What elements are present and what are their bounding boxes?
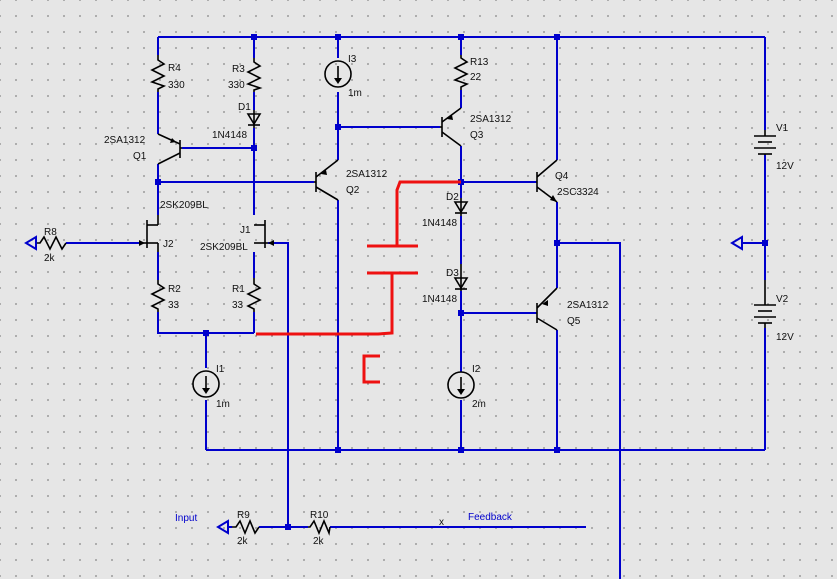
battery-V2[interactable]: V2 12V [754, 280, 794, 343]
R1-name: R1 [232, 284, 245, 295]
transistor-Q3[interactable]: 2SA1312 Q3 [440, 107, 512, 147]
resistor-R2[interactable]: R2 33 [150, 280, 181, 312]
Q5-value: 2SA1312 [567, 300, 609, 311]
Q5-name: Q5 [567, 316, 581, 327]
D2-name: D2 [446, 192, 459, 203]
Q3-value: 2SA1312 [470, 114, 512, 125]
net-label-feedback: Feedback [468, 512, 513, 523]
R4-value: 330 [168, 80, 185, 91]
transistor-Q5[interactable]: 2SA1312 Q5 [536, 287, 609, 331]
current-source-I2[interactable]: I2 2m [447, 364, 486, 410]
R10-name: R10 [310, 510, 329, 521]
R8-name: R8 [44, 227, 57, 238]
wires [66, 36, 766, 579]
ground-icon [216, 519, 229, 535]
R13-value: 22 [470, 72, 482, 83]
ground-icon [24, 235, 37, 251]
Q1-name: Q1 [133, 151, 147, 162]
J1-value: 2SK209BL [200, 242, 248, 253]
V1-name: V1 [776, 123, 789, 134]
resistor-R13[interactable]: R13 22 [452, 55, 489, 90]
J1-name: J1 [240, 225, 251, 236]
I2-value: 2m [472, 399, 486, 410]
jfet-J2[interactable]: 2SK209BL J2 [139, 200, 208, 252]
I1-name: I1 [216, 364, 225, 375]
R4-name: R4 [168, 63, 181, 74]
D3-name: D3 [446, 268, 459, 279]
Q2-name: Q2 [346, 185, 360, 196]
transistor-Q4[interactable]: Q4 2SC3324 [536, 159, 599, 203]
R2-name: R2 [168, 284, 181, 295]
V2-value: 12V [776, 332, 794, 343]
Q4-name: Q4 [555, 171, 569, 182]
R10-value: 2k [313, 536, 325, 547]
I2-name: I2 [472, 364, 481, 375]
resistor-R8[interactable]: R8 2k [36, 227, 67, 264]
D2-value: 1N4148 [422, 218, 457, 229]
current-source-I3[interactable]: I3 1m [324, 54, 362, 99]
I1-value: 1m [216, 399, 230, 410]
R2-value: 33 [168, 300, 180, 311]
resistor-R3[interactable]: R3 330 [228, 58, 263, 92]
R8-value: 2k [44, 253, 56, 264]
D1-value: 1N4148 [212, 130, 247, 141]
resistor-R9[interactable]: R9 2k [232, 510, 260, 547]
Q1-value: 2SA1312 [104, 135, 146, 146]
V2-name: V2 [776, 294, 789, 305]
I3-value: 1m [348, 88, 362, 99]
diode-D1[interactable]: D1 1N4148 [212, 102, 262, 141]
net-label-input: Input [175, 513, 197, 524]
Q4-value: 2SC3324 [557, 187, 599, 198]
diode-D3[interactable]: D3 1N4148 [422, 264, 469, 305]
R1-value: 33 [232, 300, 244, 311]
J2-value: 2SK209BL [160, 200, 208, 211]
battery-V1[interactable]: V1 12V [754, 123, 794, 172]
R3-value: 330 [228, 80, 245, 91]
R13-name: R13 [470, 57, 489, 68]
transistor-Q1[interactable]: 2SA1312 Q1 [104, 133, 182, 165]
resistor-R10[interactable]: R10 2k [308, 510, 331, 547]
R9-name: R9 [237, 510, 250, 521]
R3-name: R3 [232, 64, 245, 75]
Q3-name: Q3 [470, 130, 484, 141]
I3-name: I3 [348, 54, 357, 65]
diode-D2[interactable]: D2 1N4148 [422, 192, 469, 229]
R9-value: 2k [237, 536, 249, 547]
D3-value: 1N4148 [422, 294, 457, 305]
jfet-J1[interactable]: J1 2SK209BL [200, 220, 274, 253]
V1-value: 12V [776, 161, 794, 172]
ground-icon [730, 235, 743, 251]
J2-name: J2 [163, 239, 174, 250]
red-annotation [256, 180, 461, 384]
resistor-R4[interactable]: R4 330 [149, 55, 185, 92]
resistor-R1[interactable]: R1 33 [232, 278, 262, 312]
transistor-Q2[interactable]: 2SA1312 Q2 [314, 159, 388, 201]
D1-name: D1 [238, 102, 251, 113]
current-source-I1[interactable]: I1 1m [192, 364, 230, 410]
Q2-value: 2SA1312 [346, 169, 388, 180]
net-label-x: x [439, 517, 444, 528]
